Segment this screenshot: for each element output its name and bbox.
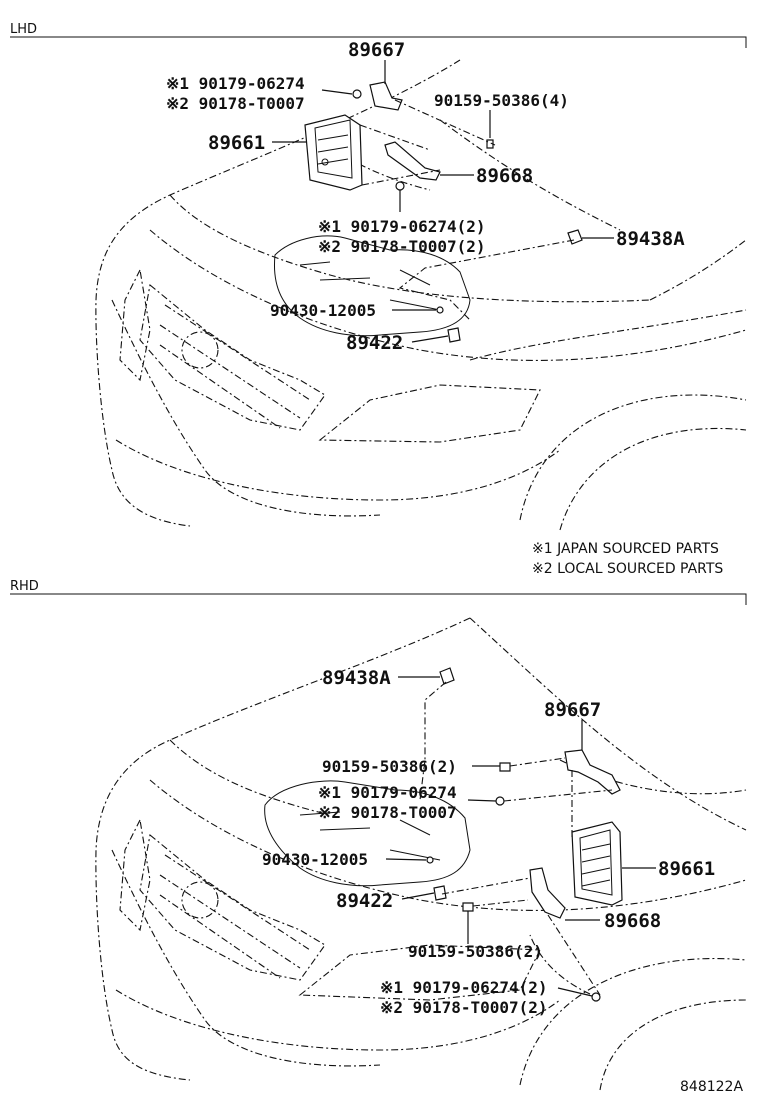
rhd-section-rule	[10, 593, 747, 605]
rhd-label-89668: 89668	[604, 910, 661, 932]
lhd-engine	[273, 235, 471, 337]
rhd-nut-90179-2	[591, 992, 601, 1002]
rhd-label-90179-note1: ※1 90179-06274	[318, 783, 457, 802]
rhd-sensor-89422	[433, 885, 447, 901]
lhd-sensor-89438A	[567, 229, 583, 245]
note-local-sourced: ※2 LOCAL SOURCED PARTS	[532, 561, 723, 577]
lhd-section: LHD	[10, 22, 747, 577]
rhd-nut-90179	[495, 796, 505, 806]
note-japan-sourced: ※1 JAPAN SOURCED PARTS	[532, 541, 719, 557]
rhd-label-90179-2-note1: ※1 90179-06274(2)	[380, 978, 548, 997]
lhd-nut-90179-2	[395, 181, 405, 191]
lhd-label-89438A: 89438A	[616, 228, 685, 250]
lhd-label-89668: 89668	[476, 165, 533, 187]
rhd-bolt-90159	[499, 762, 511, 772]
rhd-label-89438A: 89438A	[322, 667, 391, 689]
lhd-leaders	[272, 60, 621, 343]
figure-id: 848122A	[680, 1079, 743, 1095]
lhd-car-outline	[95, 59, 747, 531]
lhd-label-89667: 89667	[348, 39, 405, 61]
lhd-sensor-89422	[447, 327, 461, 343]
rhd-section-label: RHD	[10, 579, 39, 594]
lhd-bracket-89668	[384, 141, 441, 181]
rhd-ecu-89661	[571, 821, 623, 906]
rhd-leaders	[385, 676, 656, 997]
lhd-label-89422: 89422	[346, 332, 403, 354]
lhd-nut-90179	[352, 89, 362, 99]
rhd-label-90178-note2: ※2 90178-T0007	[318, 803, 457, 822]
rhd-label-89667: 89667	[544, 699, 601, 721]
lhd-label-89661: 89661	[208, 132, 265, 154]
rhd-engine	[264, 780, 471, 887]
lhd-label-90178-2-note2: ※2 90178-T0007(2)	[318, 237, 486, 256]
lhd-label-90178-note2: ※2 90178-T0007	[166, 94, 305, 113]
lhd-label-90179-note1: ※1 90179-06274	[166, 74, 305, 93]
lhd-label-90159: 90159-50386(4)	[434, 91, 569, 110]
rhd-label-89661: 89661	[658, 858, 715, 880]
rhd-label-90430: 90430-12005	[262, 850, 368, 869]
rhd-sensor-89438A	[439, 667, 455, 685]
lhd-bolt-90430	[436, 306, 444, 314]
rhd-label-90178-2-note2: ※2 90178-T0007(2)	[380, 998, 548, 1017]
lhd-bolt-90159	[486, 139, 494, 149]
lhd-section-label: LHD	[10, 22, 37, 37]
lhd-label-90430: 90430-12005	[270, 301, 376, 320]
rhd-bracket-89668	[529, 867, 566, 919]
rhd-label-90159-b: 90159-50386(2)	[408, 942, 543, 961]
rhd-section: RHD	[10, 579, 747, 1095]
rhd-car-outline	[95, 617, 747, 1091]
rhd-bolt-90430	[426, 856, 434, 864]
lhd-ecu-89661	[304, 114, 363, 191]
lhd-bracket-89667	[369, 81, 403, 111]
lhd-label-90179-2-note1: ※1 90179-06274(2)	[318, 217, 486, 236]
rhd-bolt-90159-2	[462, 902, 474, 912]
rhd-label-89422: 89422	[336, 890, 393, 912]
lhd-section-rule	[10, 36, 747, 48]
rhd-label-90159-a: 90159-50386(2)	[322, 757, 457, 776]
rhd-bracket-89667	[564, 749, 621, 795]
